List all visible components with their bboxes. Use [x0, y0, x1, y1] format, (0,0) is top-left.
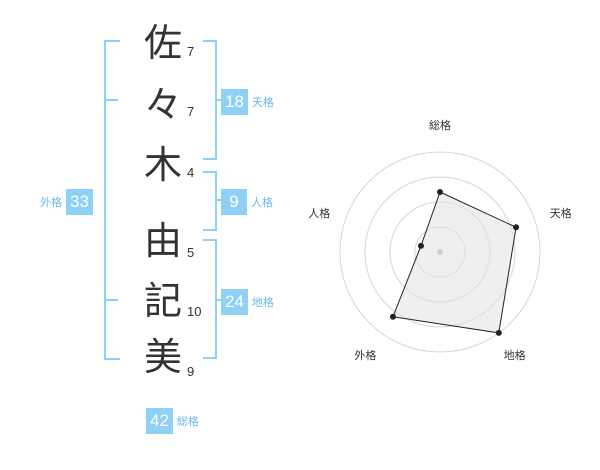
stroke-count-2: 7 [187, 104, 195, 119]
gaikaku-badge: 33 外格 [40, 189, 93, 215]
radar-center [437, 249, 443, 255]
stroke-count-4: 5 [187, 245, 195, 260]
tenkaku-badge: 18 天格 [221, 89, 274, 115]
name-char-5: 記 [143, 279, 182, 323]
name-char-6: 美 [143, 335, 182, 379]
gaikaku-bracket-tick-1 [104, 99, 118, 101]
radar-label-soukaku: 総格 [429, 119, 451, 132]
stroke-count-1: 7 [187, 44, 195, 59]
radar-label-tenkaku: 天格 [549, 206, 572, 220]
stroke-count-6: 9 [187, 364, 195, 379]
radar-point-2 [495, 329, 502, 336]
jinkaku-value: 9 [221, 189, 247, 215]
stroke-count-3: 4 [187, 165, 195, 180]
gaikaku-bracket [104, 40, 120, 360]
chikaku-label: 地格 [251, 296, 274, 309]
radar-label-jinkaku: 人格 [308, 206, 331, 220]
radar-label-gaikaku: 外格 [354, 348, 377, 362]
jinkaku-label: 人格 [251, 196, 273, 209]
soukaku-label: 総格 [176, 415, 199, 428]
radar-polygon [392, 191, 517, 334]
tenkaku-value: 18 [221, 89, 248, 115]
radar-point-0 [437, 189, 443, 195]
chikaku-badge: 24 地格 [221, 289, 274, 315]
radar-label-chikaku: 地格 [503, 348, 526, 362]
radar-ring-3 [364, 176, 516, 328]
name-char-4: 由 [143, 219, 182, 263]
gaikaku-value: 33 [66, 189, 93, 215]
name-char-2: 々 [143, 83, 182, 127]
name-char-3: 木 [143, 143, 182, 187]
chikaku-bracket [203, 239, 217, 359]
jinkaku-bracket [203, 171, 217, 231]
radar-point-3 [389, 313, 396, 320]
tenkaku-label: 天格 [251, 96, 274, 109]
soukaku-badge: 42 総格 [146, 408, 199, 434]
jinkaku-badge: 9 人格 [221, 189, 273, 215]
tenkaku-bracket [203, 40, 217, 160]
gaikaku-label: 外格 [40, 196, 62, 209]
stroke-count-5: 10 [187, 304, 202, 319]
radar-ring-4 [339, 151, 541, 353]
soukaku-value: 42 [146, 408, 173, 434]
chikaku-value: 24 [221, 289, 248, 315]
name-char-1: 佐 [143, 21, 182, 65]
gaikaku-bracket-tick-2 [104, 299, 118, 301]
radar-point-4 [417, 242, 424, 249]
radar-point-1 [513, 224, 520, 231]
